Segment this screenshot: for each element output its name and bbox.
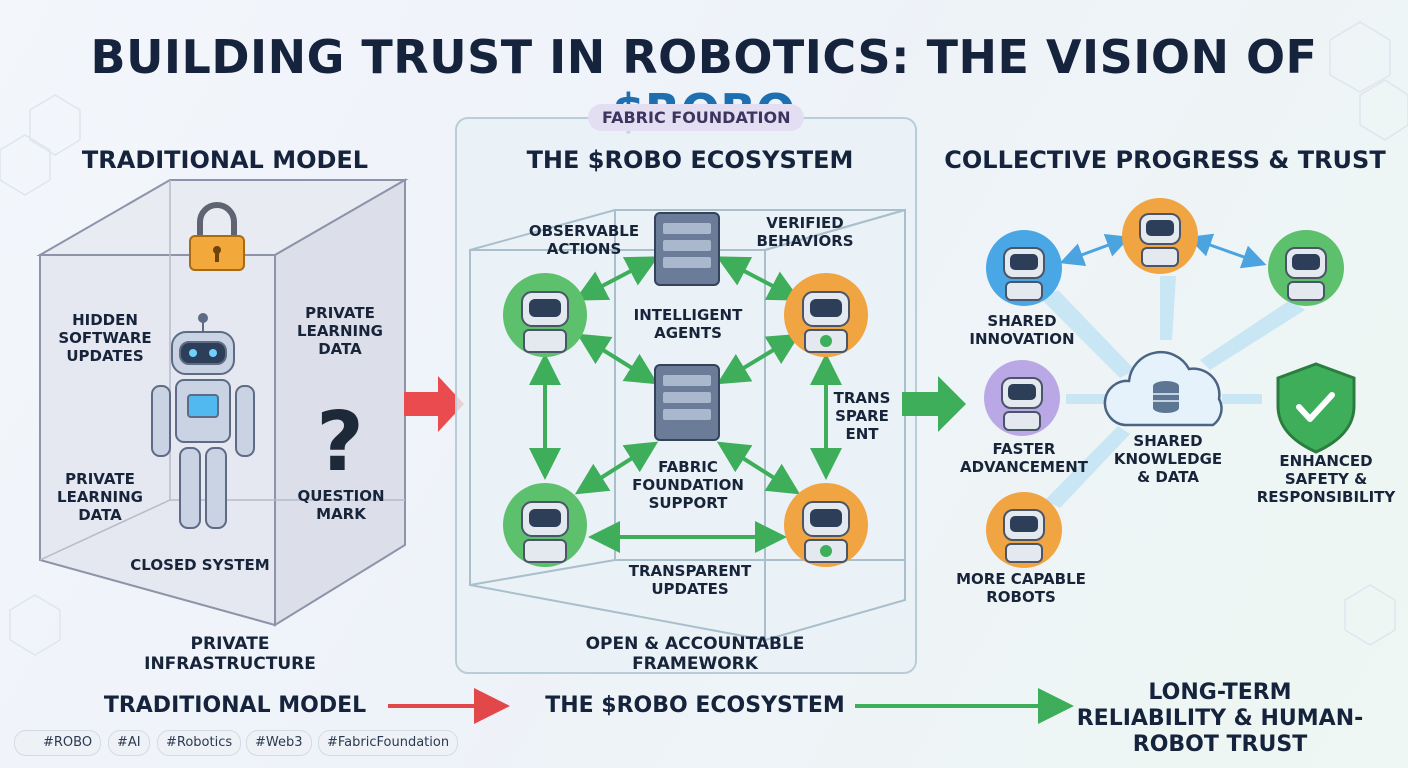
label-fabric-support: FABRIC FOUNDATION SUPPORT bbox=[632, 458, 744, 512]
lock-icon bbox=[189, 202, 245, 271]
label-private-learning-right: PRIVATE LEARNING DATA bbox=[297, 304, 383, 358]
question-mark-glyph: ? bbox=[316, 395, 364, 490]
shield-check-icon bbox=[1276, 362, 1356, 454]
label-transparent-side: TRANS SPARE ENT bbox=[833, 389, 891, 443]
label-enhanced-safety: ENHANCED SAFETY & RESPONSIBILITY bbox=[1256, 452, 1396, 506]
section-collective-heading: COLLECTIVE PROGRESS & TRUST bbox=[944, 146, 1386, 174]
label-verified-behaviors: VERIFIED BEHAVIORS bbox=[756, 214, 854, 250]
hexagon-decoration bbox=[0, 21, 1408, 656]
section-ecosystem-heading: THE $ROBO ECOSYSTEM bbox=[526, 146, 854, 174]
tag-ai[interactable]: #AI bbox=[108, 730, 150, 756]
label-observable-actions: OBSERVABLE ACTIONS bbox=[528, 222, 640, 258]
green-transition-arrow bbox=[902, 376, 966, 432]
robot-avatar-orange-top bbox=[1122, 198, 1198, 274]
label-private-infrastructure: PRIVATE INFRASTRUCTURE bbox=[144, 634, 316, 674]
label-transparent-updates: TRANSPARENT UPDATES bbox=[628, 562, 752, 598]
label-faster-advancement: FASTER ADVANCEMENT bbox=[959, 440, 1089, 476]
tag-fabric-foundation[interactable]: #FabricFoundation bbox=[318, 730, 459, 756]
tag-web3[interactable]: #Web3 bbox=[246, 730, 312, 756]
robot-avatar-green-top bbox=[503, 273, 587, 357]
label-more-capable-robots: MORE CAPABLE ROBOTS bbox=[956, 570, 1086, 606]
server-icon-top bbox=[654, 212, 720, 286]
collective-beams bbox=[1040, 276, 1305, 508]
collective-arrows bbox=[1059, 233, 1267, 269]
label-question-mark: QUESTION MARK bbox=[297, 487, 385, 523]
robot-avatar-green-right bbox=[1268, 230, 1344, 306]
fabric-foundation-pill: FABRIC FOUNDATION bbox=[588, 104, 805, 131]
label-closed-system: CLOSED SYSTEM bbox=[130, 556, 270, 574]
label-shared-knowledge: SHARED KNOWLEDGE & DATA bbox=[1113, 432, 1223, 486]
robot-avatar-orange-bottom bbox=[986, 492, 1062, 568]
red-transition-arrow bbox=[404, 376, 464, 432]
label-intelligent-agents: INTELLIGENT AGENTS bbox=[633, 306, 743, 342]
ecosystem-arrows bbox=[529, 256, 842, 553]
tag-robotics[interactable]: #Robotics bbox=[157, 730, 242, 756]
section-traditional-heading: TRADITIONAL MODEL bbox=[81, 146, 369, 174]
bottom-traditional: TRADITIONAL MODEL bbox=[103, 693, 367, 718]
server-icon-center bbox=[654, 364, 720, 441]
tag-robo[interactable]: #ROBO bbox=[14, 730, 102, 756]
closed-robot-icon bbox=[151, 313, 255, 529]
robot-avatar-green-bottom bbox=[503, 483, 587, 567]
label-hidden-updates: HIDDEN SOFTWARE UPDATES bbox=[58, 311, 152, 365]
bottom-ecosystem: THE $ROBO ECOSYSTEM bbox=[545, 693, 845, 718]
robot-avatar-orange-bottom bbox=[784, 483, 868, 567]
label-open-framework: OPEN & ACCOUNTABLE FRAMEWORK bbox=[585, 634, 805, 674]
title-main: BUILDING TRUST IN ROBOTICS: THE VISION O… bbox=[90, 30, 1318, 84]
bottom-trust: LONG-TERM RELIABILITY & HUMAN-ROBOT TRUS… bbox=[1076, 680, 1364, 757]
label-private-learning-left: PRIVATE LEARNING DATA bbox=[57, 470, 143, 524]
robot-avatar-purple bbox=[984, 360, 1060, 436]
robot-avatar-blue bbox=[986, 230, 1062, 306]
robot-avatar-orange-top bbox=[784, 273, 868, 357]
cloud-database-icon bbox=[1103, 350, 1223, 427]
label-shared-innovation: SHARED INNOVATION bbox=[969, 312, 1075, 348]
